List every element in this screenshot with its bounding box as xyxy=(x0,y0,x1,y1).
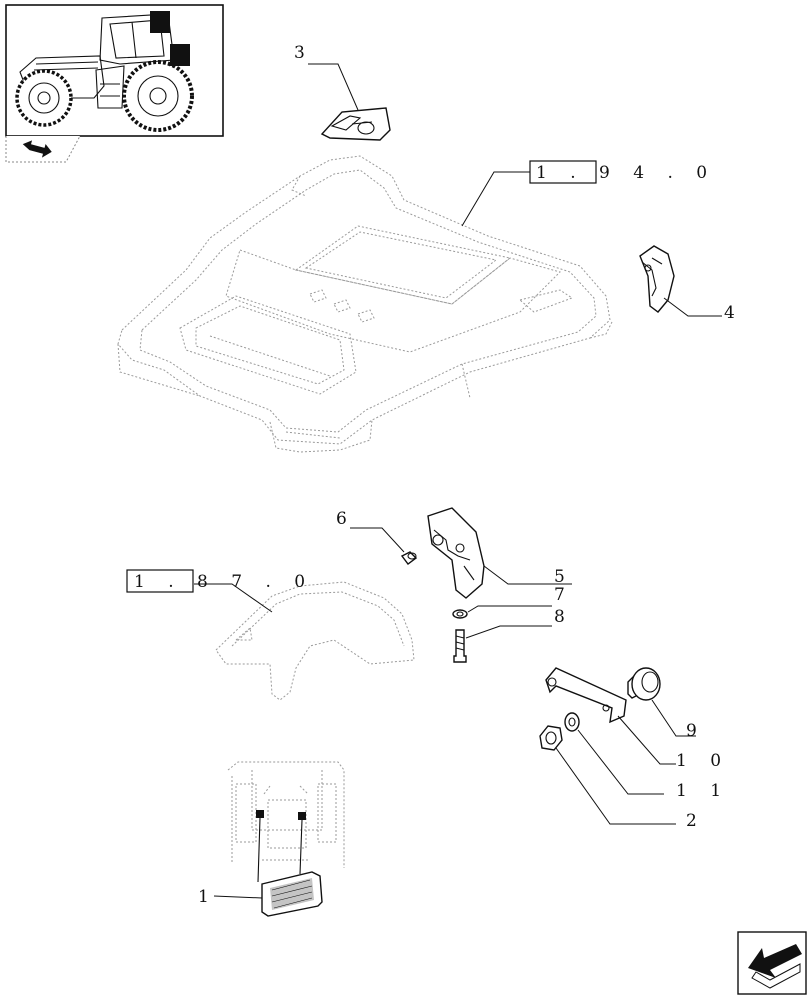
ref-roof-label: 1 . 9 4 . 0 xyxy=(536,163,716,183)
callout-labels: 3 4 6 5 7 8 9 1 0 1 1 2 1 xyxy=(198,43,744,907)
part-11-washer[interactable] xyxy=(564,712,580,732)
callout-10: 1 0 xyxy=(676,751,730,771)
callout-11: 1 1 xyxy=(676,781,730,801)
part-8-bolt[interactable] xyxy=(453,629,467,663)
next-page-arrow-icon[interactable] xyxy=(737,931,807,995)
callout-4: 4 xyxy=(724,303,744,323)
part-1-reflector[interactable] xyxy=(261,871,323,917)
part-5-mirror-lamp[interactable] xyxy=(427,507,485,599)
ref-fender-box[interactable]: 1 . 8 7 . 0 xyxy=(126,569,314,593)
cab-roof-outline xyxy=(117,155,613,453)
part-3-roof-lamp[interactable] xyxy=(320,107,391,141)
callout-7: 7 xyxy=(554,585,574,605)
part-7-washer[interactable] xyxy=(452,609,468,619)
part-2-nut[interactable] xyxy=(539,725,563,751)
part-4-side-lamp[interactable] xyxy=(639,245,675,313)
callout-3: 3 xyxy=(294,43,314,63)
part-6-screw[interactable] xyxy=(400,551,418,565)
callout-6: 6 xyxy=(336,509,356,529)
ref-fender-label: 1 . 8 7 . 0 xyxy=(134,572,314,592)
part-10-bracket[interactable] xyxy=(545,667,627,724)
tractor-thumbnail-icon[interactable] xyxy=(5,4,224,137)
rear-view-outline xyxy=(227,761,345,883)
part-9-knob[interactable] xyxy=(627,667,661,701)
leader-lines xyxy=(194,63,722,899)
callout-5: 5 xyxy=(554,567,574,587)
callout-2: 2 xyxy=(686,811,706,831)
fender-outline xyxy=(215,581,415,701)
ref-roof-box[interactable]: 1 . 9 4 . 0 xyxy=(529,160,716,184)
back-arrow-icon[interactable] xyxy=(5,135,81,163)
callout-9: 9 xyxy=(686,721,706,741)
callout-1: 1 xyxy=(198,887,218,907)
callout-8: 8 xyxy=(554,607,574,627)
